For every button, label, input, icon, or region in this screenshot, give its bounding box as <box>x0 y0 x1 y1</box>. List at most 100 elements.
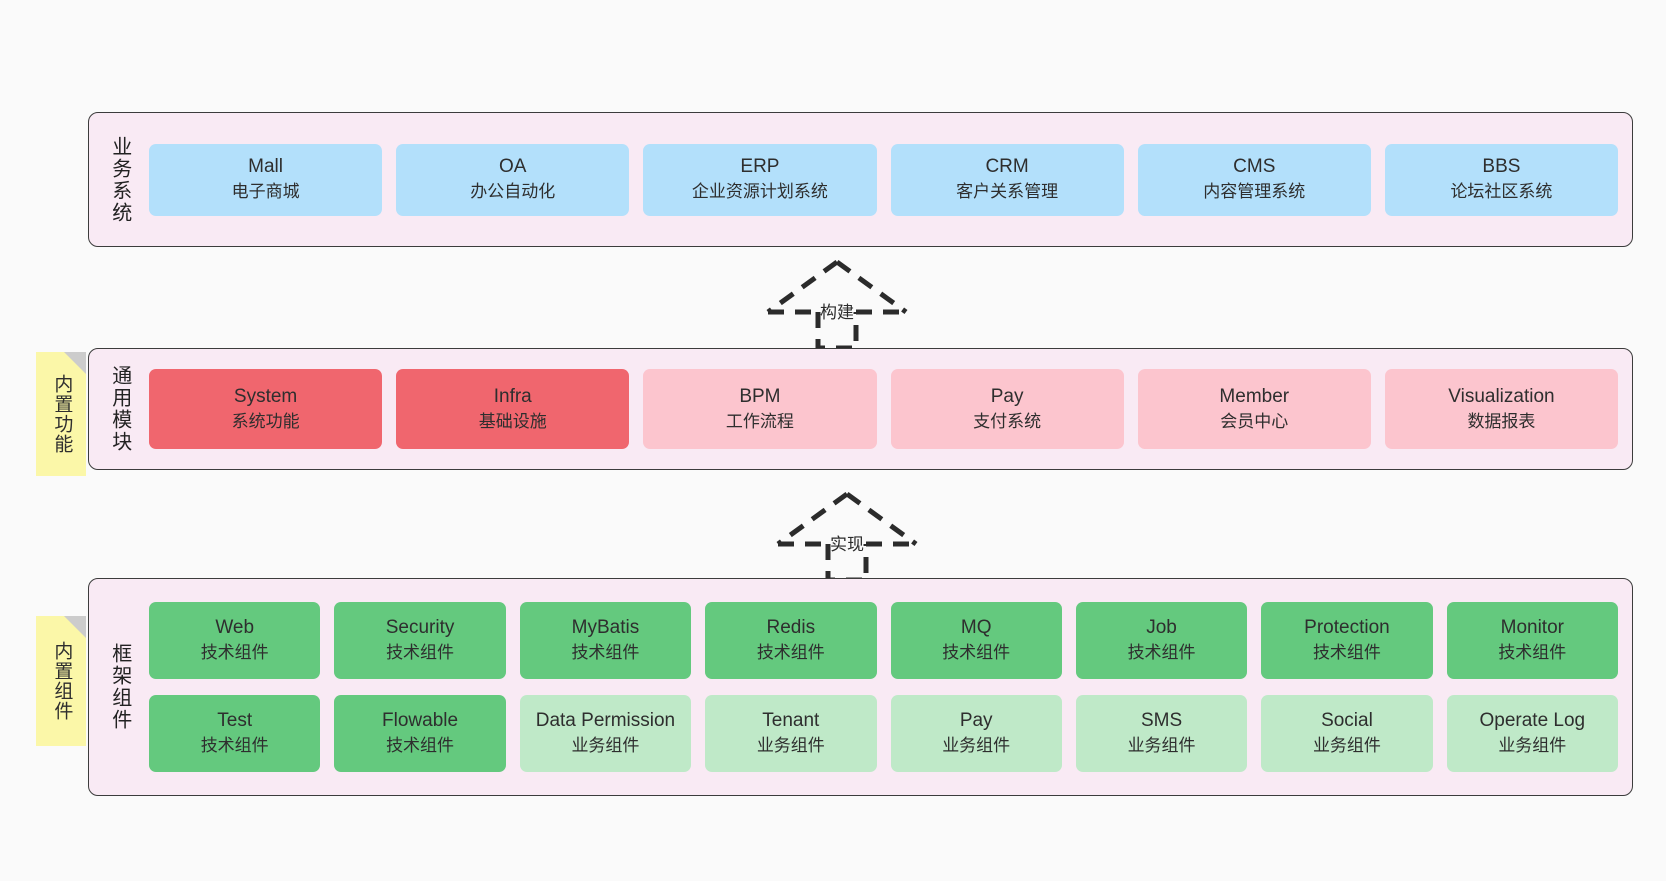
card-title: Monitor <box>1500 617 1564 639</box>
connector-build-arrow: 构建 <box>762 258 912 351</box>
card-mybatis[interactable]: MyBatis 技术组件 <box>519 602 692 679</box>
card-subtitle: 技术组件 <box>571 643 640 663</box>
card-title: BBS <box>1482 156 1521 178</box>
card-infra[interactable]: Infra 基础设施 <box>396 369 630 449</box>
card-tenant[interactable]: Tenant 业务组件 <box>705 695 877 772</box>
layer-framework-components: 框架组件 Web 技术组件 Security 技术组件 MyBatis 技术组件… <box>88 578 1633 796</box>
card-cms[interactable]: CMS 内容管理系统 <box>1137 143 1371 216</box>
connector-implement-arrow: 实现 <box>772 490 922 583</box>
card-subtitle: 业务组件 <box>1498 736 1567 756</box>
card-web[interactable]: Web 技术组件 <box>149 602 321 679</box>
card-oa[interactable]: OA 办公自动化 <box>396 143 630 216</box>
card-crm[interactable]: CRM 客户关系管理 <box>890 143 1124 216</box>
note-builtin-components-label: 内置组件 <box>51 641 73 721</box>
card-subtitle: 技术组件 <box>200 736 269 756</box>
card-erp[interactable]: ERP 企业资源计划系统 <box>643 143 877 216</box>
card-title: Social <box>1321 710 1373 732</box>
card-subtitle: 支付系统 <box>973 411 1042 431</box>
card-title: Mall <box>248 156 283 178</box>
layer-common-modules-body: System 系统功能 Infra 基础设施 BPM 工作流程 Pay 支付系统… <box>141 349 1632 469</box>
layer-common-modules: 通用模块 System 系统功能 Infra 基础设施 BPM 工作流程 Pay… <box>88 348 1633 470</box>
card-subtitle: 工作流程 <box>725 411 794 431</box>
card-sms[interactable]: SMS 业务组件 <box>1075 695 1248 772</box>
card-subtitle: 业务组件 <box>942 736 1011 756</box>
card-subtitle: 业务组件 <box>1312 736 1381 756</box>
layer-common-modules-title: 通用模块 <box>108 365 131 453</box>
layer-business-systems-title: 业务系统 <box>108 135 131 224</box>
card-row: Web 技术组件 Security 技术组件 MyBatis 技术组件 Redi… <box>149 602 1618 679</box>
card-title: Pay <box>959 710 993 732</box>
card-subtitle: 会员中心 <box>1220 411 1289 431</box>
card-bbs[interactable]: BBS 论坛社区系统 <box>1384 143 1619 216</box>
card-bpm[interactable]: BPM 工作流程 <box>643 369 877 449</box>
card-title: MyBatis <box>571 617 640 639</box>
card-title: Infra <box>493 385 532 407</box>
card-title: Operate Log <box>1479 710 1586 732</box>
card-subtitle: 技术组件 <box>200 643 269 663</box>
card-title: Tenant <box>762 710 820 732</box>
card-subtitle: 技术组件 <box>386 736 455 756</box>
card-row: Mall 电子商城 OA 办公自动化 ERP 企业资源计划系统 CRM 客户关系… <box>149 143 1619 216</box>
layer-business-systems-body: Mall 电子商城 OA 办公自动化 ERP 企业资源计划系统 CRM 客户关系… <box>141 113 1632 246</box>
card-subtitle: 业务组件 <box>1127 736 1196 756</box>
card-subtitle: 技术组件 <box>1312 643 1381 663</box>
card-row: System 系统功能 Infra 基础设施 BPM 工作流程 Pay 支付系统… <box>149 369 1619 449</box>
card-title: Protection <box>1304 617 1390 639</box>
card-subtitle: 电子商城 <box>231 182 300 202</box>
card-title: SMS <box>1140 710 1183 732</box>
card-subtitle: 技术组件 <box>386 643 455 663</box>
card-title: Redis <box>766 617 816 639</box>
card-system[interactable]: System 系统功能 <box>149 369 383 449</box>
note-builtin-features-label: 内置功能 <box>51 374 73 454</box>
card-security[interactable]: Security 技术组件 <box>334 602 506 679</box>
card-member[interactable]: Member 会员中心 <box>1137 369 1371 449</box>
card-subtitle: 数据报表 <box>1467 411 1536 431</box>
layer-framework-components-body: Web 技术组件 Security 技术组件 MyBatis 技术组件 Redi… <box>141 579 1632 795</box>
card-subtitle: 技术组件 <box>1127 643 1196 663</box>
note-builtin-components: 内置组件 <box>36 616 86 746</box>
card-title: Data Permission <box>535 710 676 732</box>
card-flowable[interactable]: Flowable 技术组件 <box>334 695 506 772</box>
card-title: Member <box>1219 385 1290 407</box>
card-title: Web <box>215 617 255 639</box>
card-subtitle: 业务组件 <box>756 736 825 756</box>
card-title: Job <box>1146 617 1177 639</box>
card-subtitle: 技术组件 <box>942 643 1011 663</box>
card-title: Pay <box>990 385 1024 407</box>
card-pay-business[interactable]: Pay 业务组件 <box>890 695 1062 772</box>
card-title: Security <box>385 617 455 639</box>
card-visualization[interactable]: Visualization 数据报表 <box>1384 369 1619 449</box>
layer-business-systems: 业务系统 Mall 电子商城 OA 办公自动化 ERP 企业资源计划系统 CRM… <box>88 112 1633 247</box>
card-subtitle: 业务组件 <box>571 736 640 756</box>
card-title: Flowable <box>382 710 459 732</box>
card-test[interactable]: Test 技术组件 <box>149 695 321 772</box>
note-builtin-features: 内置功能 <box>36 352 86 476</box>
card-pay[interactable]: Pay 支付系统 <box>890 369 1124 449</box>
card-job[interactable]: Job 技术组件 <box>1075 602 1248 679</box>
card-subtitle: 系统功能 <box>231 411 300 431</box>
card-subtitle: 企业资源计划系统 <box>691 182 828 202</box>
card-redis[interactable]: Redis 技术组件 <box>705 602 877 679</box>
card-protection[interactable]: Protection 技术组件 <box>1261 602 1433 679</box>
card-title: Test <box>217 710 253 732</box>
card-title: System <box>233 385 298 407</box>
connector-implement-label: 实现 <box>830 535 864 554</box>
card-monitor[interactable]: Monitor 技术组件 <box>1446 602 1618 679</box>
layer-framework-components-title: 框架组件 <box>108 643 131 731</box>
card-title: OA <box>499 156 527 178</box>
card-subtitle: 论坛社区系统 <box>1450 182 1553 202</box>
card-operate-log[interactable]: Operate Log 业务组件 <box>1446 695 1618 772</box>
card-title: CRM <box>985 156 1029 178</box>
connector-build-label: 构建 <box>820 303 854 322</box>
card-title: MQ <box>960 617 992 639</box>
card-subtitle: 技术组件 <box>1498 643 1567 663</box>
card-data-permission[interactable]: Data Permission 业务组件 <box>519 695 692 772</box>
card-title: ERP <box>740 156 780 178</box>
card-mq[interactable]: MQ 技术组件 <box>890 602 1062 679</box>
card-mall[interactable]: Mall 电子商城 <box>149 143 383 216</box>
card-social[interactable]: Social 业务组件 <box>1261 695 1433 772</box>
card-subtitle: 内容管理系统 <box>1203 182 1306 202</box>
card-subtitle: 技术组件 <box>756 643 825 663</box>
card-row: Test 技术组件 Flowable 技术组件 Data Permission … <box>149 695 1618 772</box>
